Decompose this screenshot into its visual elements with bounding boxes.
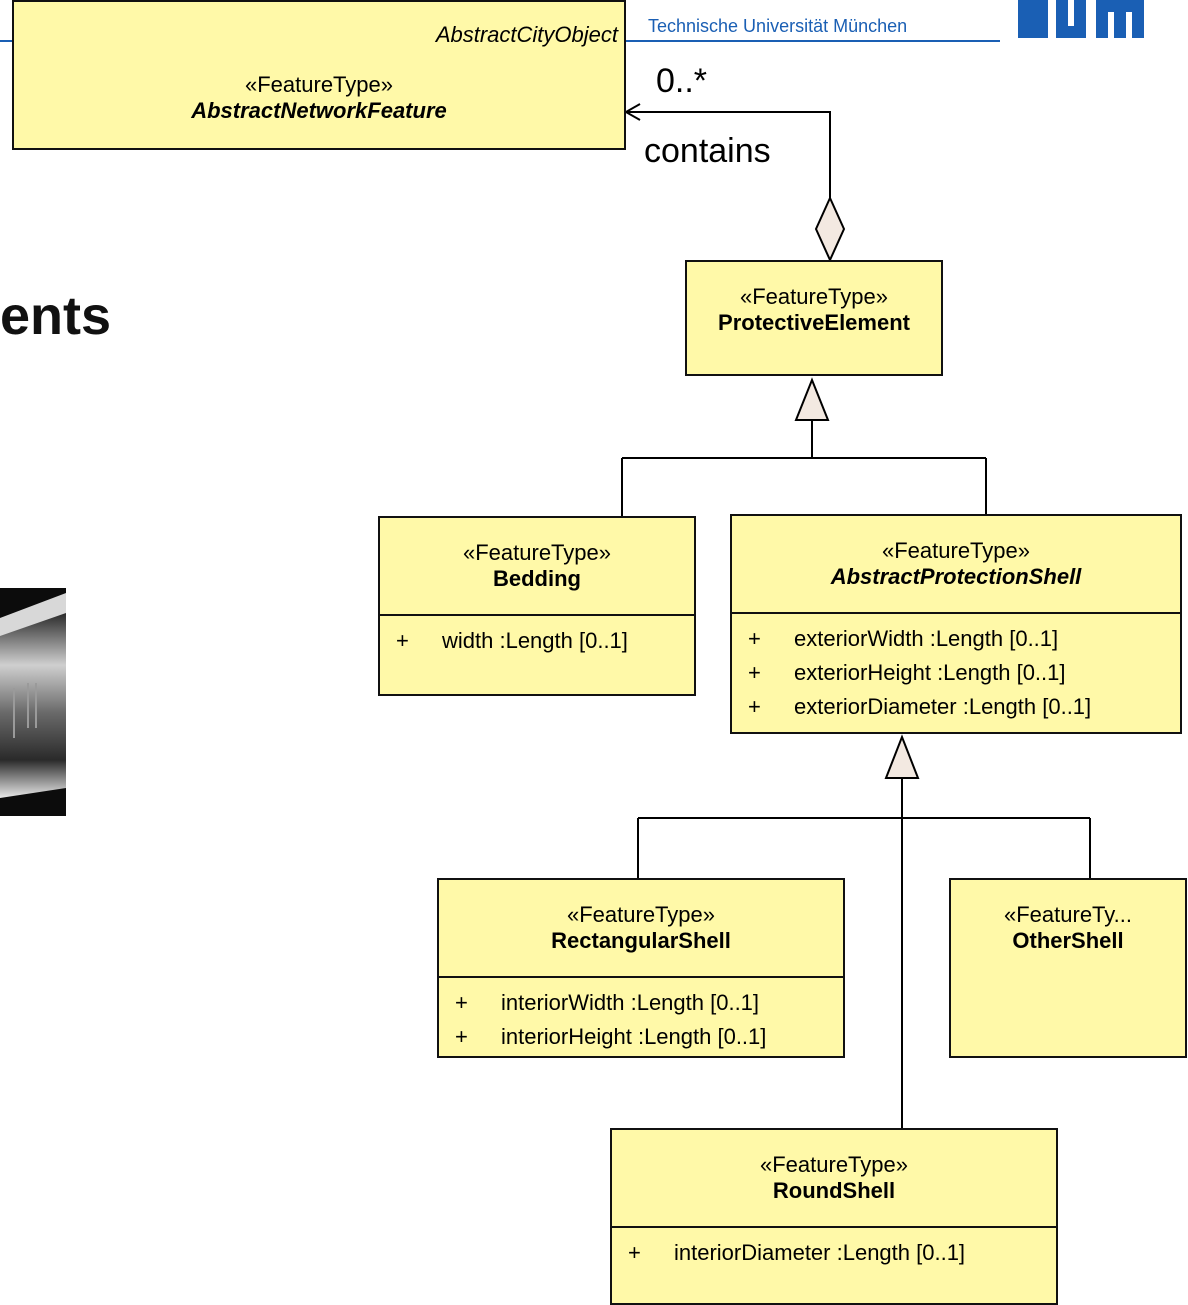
attribute-compartment: +interiorWidth :Length [0..1] +interiorH… — [439, 976, 843, 1056]
attribute-compartment: +interiorDiameter :Length [0..1] — [612, 1226, 1056, 1303]
parent-class-label: AbstractCityObject — [435, 22, 618, 47]
class-name: ProtectiveElement — [718, 310, 910, 335]
attribute-compartment: +width :Length [0..1] — [380, 614, 694, 694]
class-stereotype: «FeatureType» — [740, 284, 888, 309]
attribute-row: +exteriorHeight :Length [0..1] — [748, 660, 1066, 685]
generalization-triangle-2 — [884, 734, 920, 779]
class-stereotype: «FeatureType» — [760, 1152, 908, 1177]
class-name: RectangularShell — [551, 928, 731, 953]
navigability-arrow — [623, 103, 641, 121]
aggregation-diamond — [814, 195, 846, 263]
class-name: RoundShell — [772, 1178, 896, 1203]
class-protective-element[interactable]: «FeatureType» ProtectiveElement — [685, 260, 943, 376]
attribute-row: +interiorHeight :Length [0..1] — [455, 1024, 767, 1049]
class-stereotype: «FeatureType» — [463, 540, 611, 565]
class-stereotype: «FeatureType» — [245, 72, 393, 97]
class-stereotype: «FeatureType» — [882, 538, 1030, 563]
class-name: AbstractNetworkFeature — [191, 98, 447, 123]
association-multiplicity: 0..* — [656, 62, 708, 100]
class-abstract-network-feature[interactable]: AbstractCityObject «FeatureType» Abstrac… — [12, 0, 626, 150]
association-role: contains — [644, 132, 771, 170]
institution-name: Technische Universität München — [648, 16, 908, 36]
slide-title: ents — [0, 286, 112, 346]
generalization-triangle-1 — [794, 377, 830, 421]
class-stereotype: «FeatureType» — [567, 902, 715, 927]
attribute-row: +width :Length [0..1] — [396, 628, 628, 653]
attribute-row: +interiorDiameter :Length [0..1] — [628, 1240, 966, 1265]
tum-logo — [1018, 0, 1144, 38]
attribute-row: +interiorWidth :Length [0..1] — [455, 990, 760, 1015]
class-rectangular-shell[interactable]: «FeatureType» RectangularShell +interior… — [437, 878, 845, 1058]
class-other-shell[interactable]: «FeatureTy... OtherShell — [949, 878, 1187, 1058]
class-bedding[interactable]: «FeatureType» Bedding +width :Length [0.… — [378, 516, 696, 696]
class-name: Bedding — [493, 566, 581, 591]
class-abstract-protection-shell[interactable]: «FeatureType» AbstractProtectionShell +e… — [730, 514, 1182, 734]
attribute-compartment: +exteriorWidth :Length [0..1] +exteriorH… — [732, 612, 1180, 732]
attribute-row: +exteriorWidth :Length [0..1] — [748, 626, 1059, 651]
class-name: OtherShell — [1012, 928, 1124, 953]
attribute-row: +exteriorDiameter :Length [0..1] — [748, 694, 1092, 719]
aggregation-line — [626, 111, 831, 198]
class-name: AbstractProtectionShell — [830, 564, 1082, 589]
class-round-shell[interactable]: «FeatureType» RoundShell +interiorDiamet… — [610, 1128, 1058, 1305]
class-stereotype: «FeatureTy... — [1004, 902, 1132, 927]
protection-shell-photo — [0, 588, 66, 816]
